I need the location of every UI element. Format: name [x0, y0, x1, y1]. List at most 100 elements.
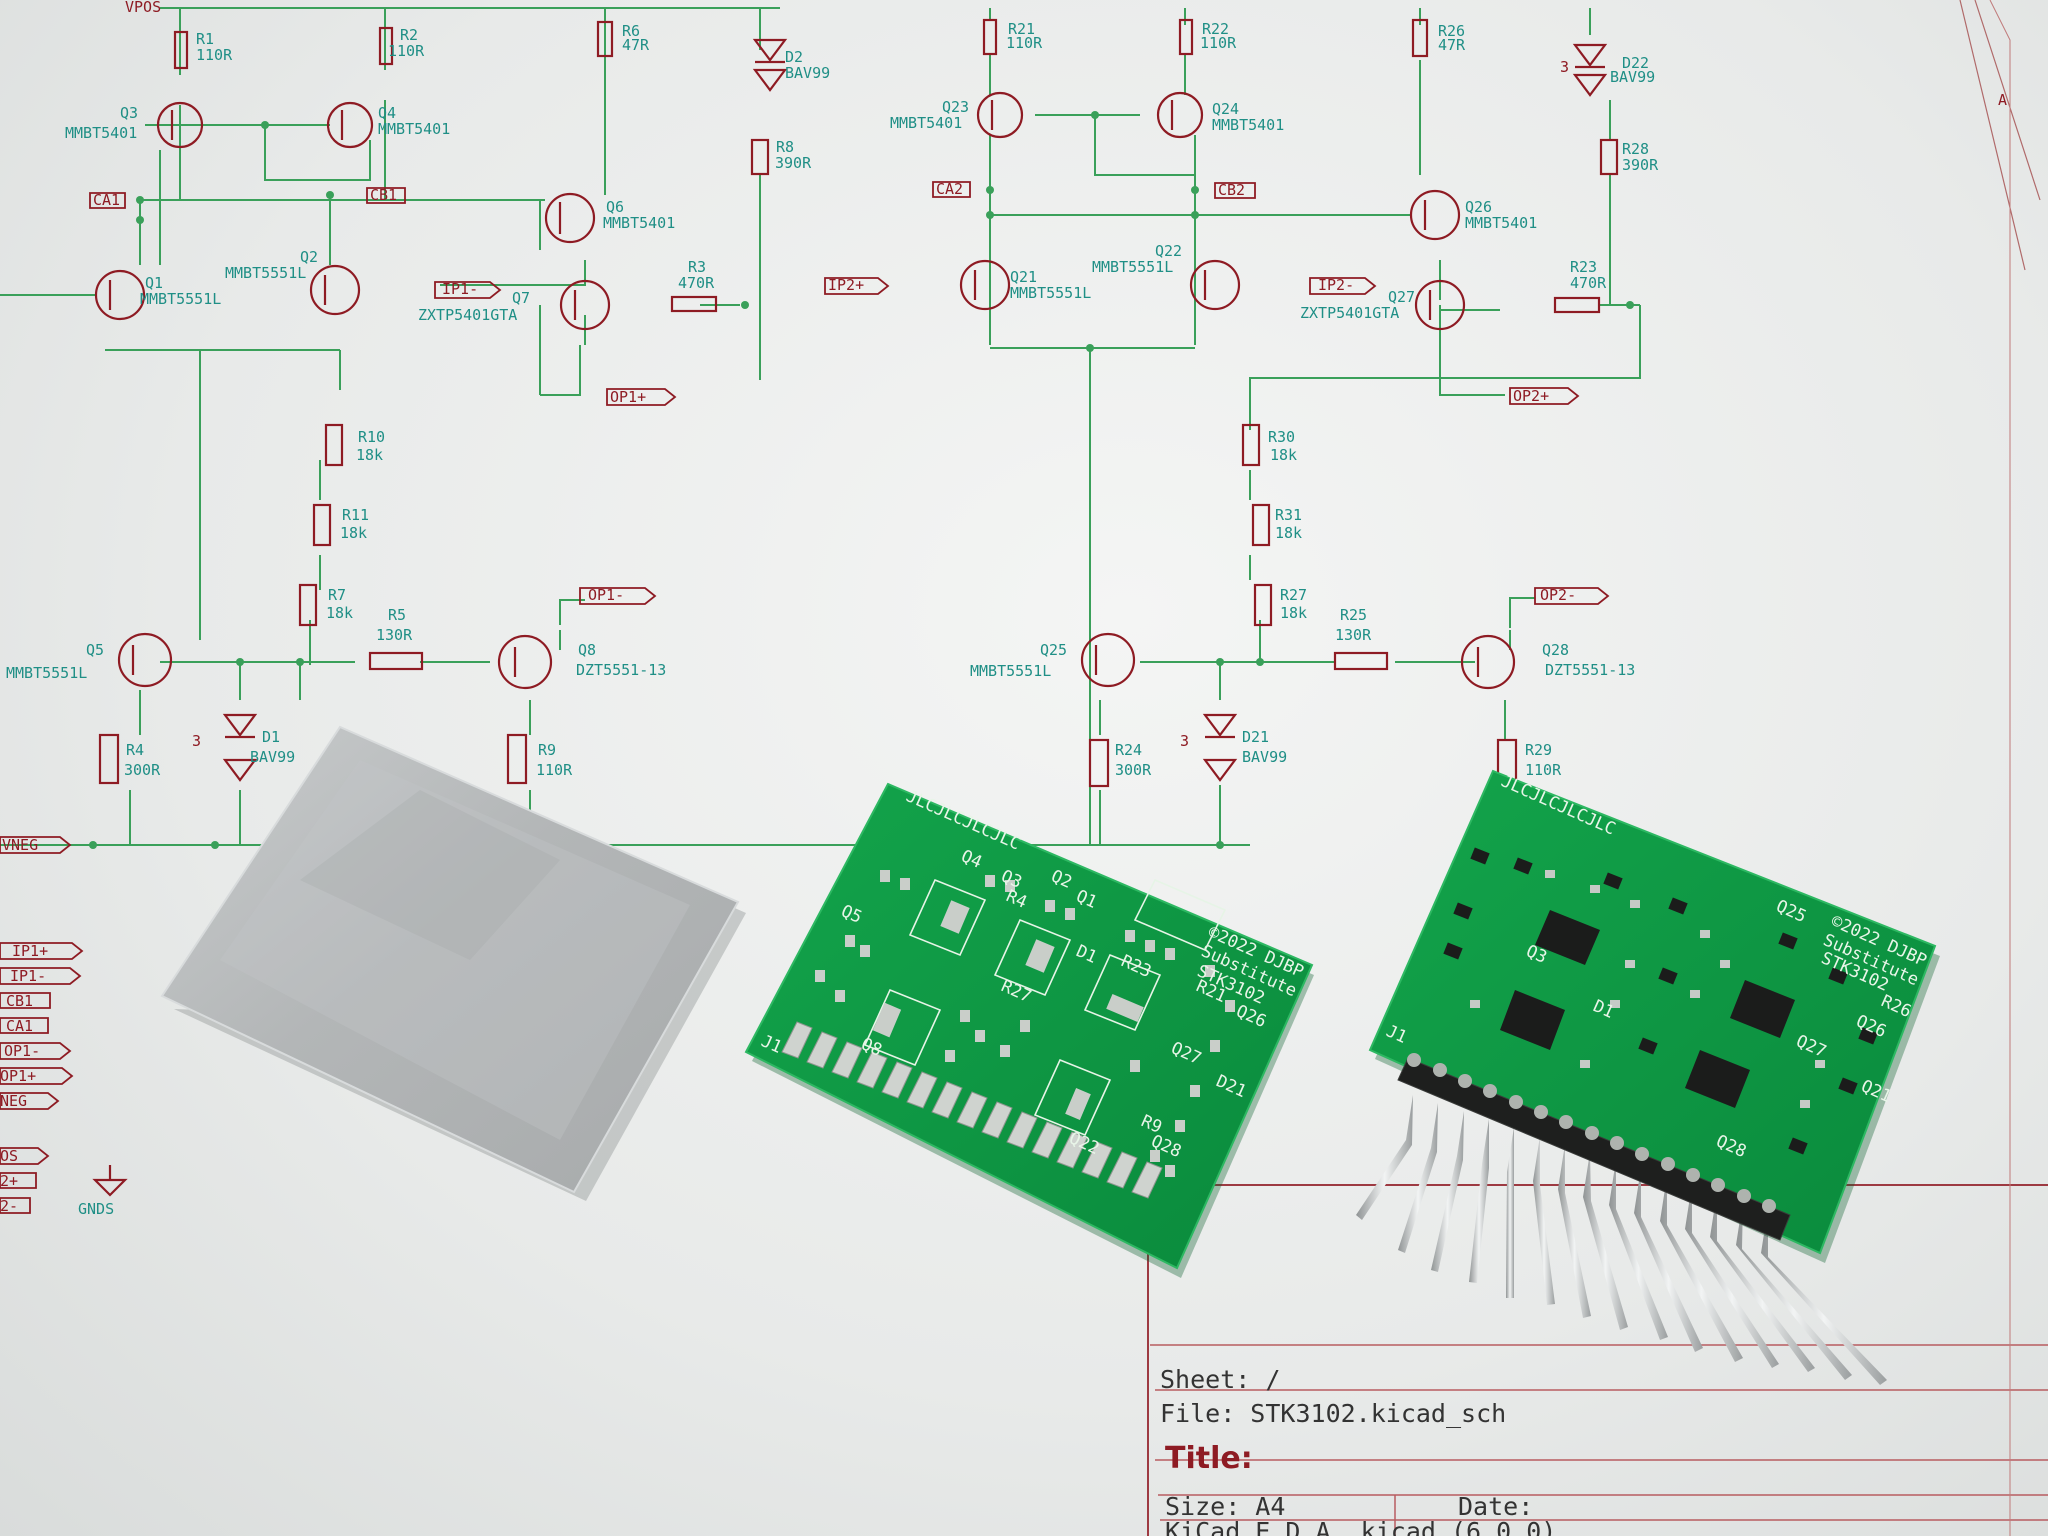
svg-text:Q21: Q21: [1010, 268, 1037, 286]
svg-text:390R: 390R: [775, 154, 812, 172]
svg-text:130R: 130R: [376, 626, 413, 644]
svg-text:OP2-: OP2-: [1540, 586, 1576, 604]
svg-text:R10: R10: [358, 428, 385, 446]
svg-text:IP1-: IP1-: [442, 280, 478, 298]
net-label-flags: [0, 181, 1610, 1214]
svg-text:Q27: Q27: [1388, 288, 1415, 306]
populated-pcb: ©2022 DJBP Substitute STK3102 J1 JLCJLCJ…: [1356, 769, 1940, 1385]
title-block: Sheet: / File: STK3102.kicad_sch Title: …: [1160, 1365, 1556, 1536]
svg-text:MMBT5551L: MMBT5551L: [970, 662, 1051, 680]
svg-text:KiCad E.D.A. kicad (6.0.0): KiCad E.D.A. kicad (6.0.0): [1165, 1517, 1556, 1536]
svg-text:Title:: Title:: [1165, 1441, 1253, 1476]
svg-text:2+: 2+: [0, 1172, 18, 1190]
svg-text:NEG: NEG: [0, 1092, 27, 1110]
smd-passives: [1470, 870, 1825, 1108]
svg-text:R7: R7: [328, 586, 346, 604]
schematic-text: VPOS R1 110R R2 110R R6 47R D2 BAV99 R8 …: [2, 0, 2007, 1218]
schematic-symbols: [92, 18, 1619, 1197]
smd-components: [1443, 847, 1878, 1155]
left-net-list: IP1+ IP1- CB1 CA1 OP1- OP1+ NEG OS 2+ 2-: [0, 942, 48, 1215]
svg-text:Size: A4: Size: A4: [1165, 1492, 1285, 1521]
svg-text:R31: R31: [1275, 506, 1302, 524]
svg-text:BAV99: BAV99: [250, 748, 295, 766]
svg-text:Q8: Q8: [578, 641, 596, 659]
bare-pcb-pads: [815, 870, 1235, 1177]
bare-pcb: ©2022 DJBP Substitute STK3102 J1 JLCJLCJ…: [744, 782, 1314, 1278]
svg-text:47R: 47R: [622, 36, 650, 54]
svg-text:R2: R2: [400, 26, 418, 44]
svg-text:R21: R21: [1008, 20, 1035, 38]
svg-text:R28: R28: [1622, 140, 1649, 158]
svg-text:110R: 110R: [196, 46, 233, 64]
svg-text:R25: R25: [1340, 606, 1367, 624]
svg-text:CB1: CB1: [6, 992, 33, 1010]
svg-text:D2: D2: [785, 48, 803, 66]
svg-text:OP1-: OP1-: [4, 1042, 40, 1060]
svg-text:18k: 18k: [1275, 524, 1302, 542]
svg-text:CB2: CB2: [1218, 181, 1245, 199]
svg-text:IP1-: IP1-: [10, 967, 46, 985]
svg-text:Q4: Q4: [378, 104, 396, 122]
svg-text:R27: R27: [1280, 586, 1307, 604]
svg-text:18k: 18k: [1270, 446, 1297, 464]
svg-text:R8: R8: [776, 138, 794, 156]
svg-text:R30: R30: [1268, 428, 1295, 446]
svg-text:MMBT5401: MMBT5401: [378, 120, 450, 138]
svg-text:Q1: Q1: [145, 274, 163, 292]
svg-text:MMBT5401: MMBT5401: [1465, 214, 1537, 232]
svg-text:MMBT5401: MMBT5401: [65, 124, 137, 142]
svg-text:BAV99: BAV99: [1242, 748, 1287, 766]
svg-text:MMBT5551L: MMBT5551L: [1010, 284, 1091, 302]
svg-text:R26: R26: [1438, 22, 1465, 40]
svg-text:MMBT5401: MMBT5401: [1212, 116, 1284, 134]
svg-text:MMBT5551L: MMBT5551L: [1092, 258, 1173, 276]
svg-text:300R: 300R: [124, 761, 161, 779]
svg-text:R24: R24: [1115, 741, 1142, 759]
svg-text:18k: 18k: [1280, 604, 1307, 622]
svg-text:R6: R6: [622, 22, 640, 40]
svg-text:MMBT5551L: MMBT5551L: [6, 664, 87, 682]
svg-text:2-: 2-: [0, 1197, 18, 1215]
svg-text:BAV99: BAV99: [1610, 68, 1655, 86]
svg-text:VPOS: VPOS: [125, 0, 161, 16]
svg-text:OP1-: OP1-: [588, 586, 624, 604]
svg-text:Q28: Q28: [1542, 641, 1569, 659]
svg-text:CA1: CA1: [6, 1017, 33, 1035]
svg-text:MMBT5551L: MMBT5551L: [225, 264, 306, 282]
svg-text:Q6: Q6: [606, 198, 624, 216]
svg-text:Q25: Q25: [1040, 641, 1067, 659]
svg-text:130R: 130R: [1335, 626, 1372, 644]
svg-text:R9: R9: [538, 741, 556, 759]
svg-text:R11: R11: [342, 506, 369, 524]
svg-text:3: 3: [1180, 732, 1189, 750]
svg-text:Q7: Q7: [512, 289, 530, 307]
svg-text:R22: R22: [1202, 20, 1229, 38]
svg-text:Q5: Q5: [86, 641, 104, 659]
svg-text:CA1: CA1: [93, 191, 120, 209]
svg-text:D1: D1: [262, 728, 280, 746]
svg-text:R23: R23: [1570, 258, 1597, 276]
svg-text:MMBT5401: MMBT5401: [890, 114, 962, 132]
svg-text:Q22: Q22: [1155, 242, 1182, 260]
svg-text:390R: 390R: [1622, 156, 1659, 174]
svg-text:OP1+: OP1+: [610, 388, 646, 406]
svg-text:18k: 18k: [340, 524, 367, 542]
svg-text:MMBT5551L: MMBT5551L: [140, 290, 221, 308]
svg-text:ZXTP5401GTA: ZXTP5401GTA: [1300, 304, 1399, 322]
svg-text:File: STK3102.kicad_sch: File: STK3102.kicad_sch: [1160, 1399, 1506, 1428]
svg-text:3: 3: [1560, 58, 1569, 76]
svg-text:18k: 18k: [326, 604, 353, 622]
svg-text:VNEG: VNEG: [2, 836, 38, 854]
header-pins: [1356, 1095, 1887, 1385]
svg-text:IP2-: IP2-: [1318, 276, 1354, 294]
svg-text:D21: D21: [1242, 728, 1269, 746]
svg-text:300R: 300R: [1115, 761, 1152, 779]
svg-text:Q23: Q23: [942, 98, 969, 116]
svg-text:IP2+: IP2+: [828, 276, 864, 294]
svg-text:R4: R4: [126, 741, 144, 759]
svg-text:CA2: CA2: [936, 180, 963, 198]
svg-text:Q26: Q26: [1465, 198, 1492, 216]
